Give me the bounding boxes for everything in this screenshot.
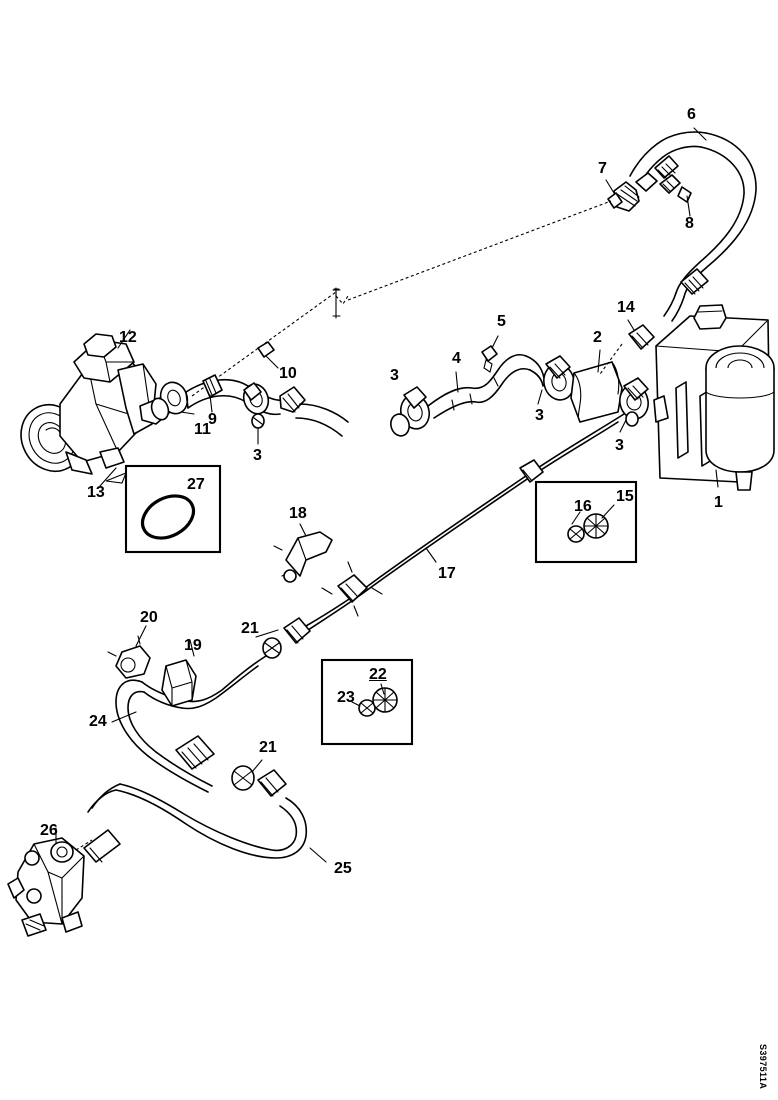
leader-16: [571, 511, 581, 525]
callout-3b: 3: [535, 407, 544, 424]
bracket-18: [273, 531, 333, 583]
leader-7: [605, 179, 615, 194]
flange-2-left: [543, 355, 575, 401]
compressor-pump-assembly: [20, 333, 171, 475]
bolt-3-right: [625, 411, 639, 427]
callout-20: 20: [140, 609, 158, 626]
nut-21-lower: [231, 765, 255, 791]
callout-21a: 21: [241, 620, 259, 637]
upper-hose-assembly: [607, 131, 757, 322]
callout-26: 26: [40, 822, 58, 839]
callout-22: 22: [369, 666, 387, 683]
leader-6: [693, 127, 707, 141]
callout-3a: 3: [390, 367, 399, 384]
clamp-20: [107, 635, 151, 679]
hose-clamp-lower: [680, 268, 709, 295]
leader-13: [99, 467, 117, 487]
callout-19: 19: [184, 637, 202, 654]
leader-17: [425, 547, 437, 563]
callout-25: 25: [334, 860, 352, 877]
leader-1: [715, 469, 719, 488]
callout-17: 17: [438, 565, 456, 582]
leader-22: [380, 683, 385, 695]
callout-11: 11: [194, 421, 211, 438]
leader-2: [597, 349, 601, 373]
reservoir-tank: [653, 304, 775, 491]
leader-20: [135, 625, 147, 647]
callout-13: 13: [87, 484, 105, 501]
flange-3-left: [242, 382, 270, 415]
leader-19: [189, 639, 195, 657]
detail-box-fitting-group: [534, 480, 638, 564]
fitting-right-10: [279, 386, 306, 413]
leader-4: [455, 371, 459, 393]
steering-gear-box: [7, 837, 85, 937]
callout-15: 15: [616, 488, 634, 505]
callout-18: 18: [289, 505, 307, 522]
junction-block-18: [321, 561, 383, 617]
callout-9: 9: [208, 411, 217, 428]
hose-assembly-10: [150, 374, 349, 437]
clamp-9: [202, 374, 223, 398]
long-hydraulic-line: [255, 413, 625, 659]
detail-box-oring-group: [124, 464, 222, 554]
lower-return-line: [7, 783, 327, 937]
callout-1: 1: [714, 494, 723, 511]
leader-10: [265, 355, 279, 369]
callout-5: 5: [497, 313, 506, 330]
bracket-19: [161, 659, 197, 707]
sleeve-24: [175, 735, 215, 770]
leader-8: [686, 195, 691, 217]
callout-12: 12: [119, 329, 137, 346]
flange-11: [150, 381, 189, 421]
callout-7: 7: [598, 160, 607, 177]
hose-loop-19: [107, 625, 287, 797]
leader-21b: [251, 759, 263, 773]
callout-3d: 3: [253, 447, 262, 464]
flange-3-right: [619, 377, 649, 420]
leader-24: [111, 711, 137, 723]
union-fitting-17: [519, 459, 544, 483]
leader-18: [299, 523, 307, 537]
detail-box-bolt-group: [320, 658, 414, 746]
fitting-21-lower: [257, 769, 287, 797]
nut-21-upper: [262, 637, 282, 659]
center-hose-4: [390, 335, 545, 437]
fitting-8: [635, 172, 692, 203]
bolt-3-left: [251, 413, 265, 429]
fitting-14: [628, 324, 655, 350]
leader-25: [309, 847, 327, 863]
callout-23: 23: [337, 689, 355, 706]
callout-27: 27: [187, 476, 205, 493]
callout-4: 4: [452, 350, 461, 367]
hose-clamp-6: [654, 155, 679, 180]
leader-9: [209, 394, 213, 413]
flange-3-center: [390, 386, 431, 437]
callout-14: 14: [617, 299, 635, 316]
callout-24: 24: [89, 713, 107, 730]
drawing-id: S397511A: [758, 1044, 768, 1090]
leader-3-c: [537, 389, 543, 405]
line-end-cuff: [83, 829, 121, 863]
fitting-21-upper: [283, 617, 311, 644]
callout-10: 10: [279, 365, 297, 382]
callout-8: 8: [685, 215, 694, 232]
leader-23: [351, 701, 361, 707]
callout-2: 2: [593, 329, 602, 346]
leader-12: [117, 329, 131, 349]
bolt-icon-10: [257, 341, 275, 358]
callout-3c: 3: [615, 437, 624, 454]
leader-21a: [255, 629, 279, 638]
leader-11: [180, 411, 195, 415]
fitting-7: [607, 181, 640, 212]
bolt-5: [481, 345, 498, 373]
central-junction: [537, 319, 655, 433]
callout-16: 16: [574, 498, 592, 515]
leader-15: [601, 504, 615, 519]
callout-6: 6: [687, 106, 696, 123]
callout-21b: 21: [259, 739, 277, 756]
leader-14: [627, 319, 635, 331]
